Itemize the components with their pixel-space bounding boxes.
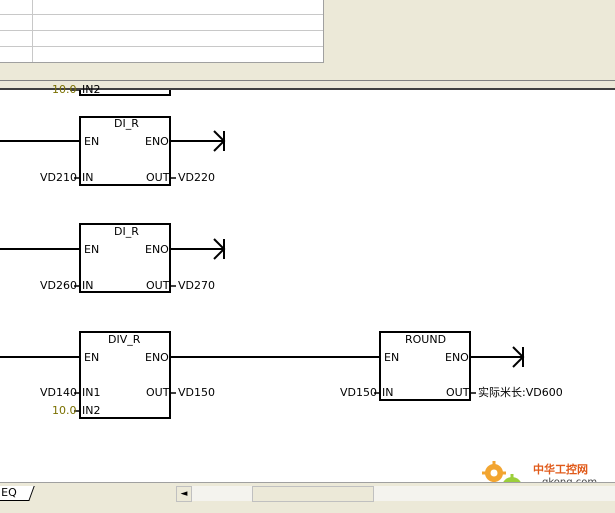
partial-in2-operand: 10.0 <box>52 83 77 96</box>
table-row-divider <box>0 14 323 15</box>
in-operand[interactable]: VD260 <box>40 279 77 292</box>
div-r-block <box>79 331 171 419</box>
in1-pin: IN1 <box>82 386 101 399</box>
ladder-wires <box>0 90 525 419</box>
out-operand[interactable]: 实际米长:VD600 <box>478 386 563 399</box>
out-operand[interactable]: VD270 <box>178 279 215 292</box>
bottom-bar: EQ ◄ <box>0 482 615 513</box>
eno-pin: ENO <box>145 135 169 148</box>
eno-pin: ENO <box>145 243 169 256</box>
en-pin: EN <box>84 351 100 364</box>
out-pin: OUT <box>146 279 170 292</box>
in-pin: IN <box>382 386 394 399</box>
di-r-block-2 <box>79 223 171 293</box>
pane-splitter[interactable] <box>0 80 615 90</box>
en-pin: EN <box>84 243 100 256</box>
di-r-block-1 <box>79 116 171 186</box>
block-title: DI_R <box>114 225 139 238</box>
watermark-brand: 中华工控网 <box>533 463 588 476</box>
in2-pin: IN2 <box>82 404 101 417</box>
out-pin: OUT <box>146 386 170 399</box>
block-title: DIV_R <box>108 333 141 346</box>
tab-eq[interactable]: EQ <box>0 486 35 501</box>
block-title: ROUND <box>405 333 447 346</box>
tab-label: EQ <box>1 486 17 499</box>
round-block <box>379 331 471 401</box>
block-title: DI_R <box>114 117 139 130</box>
en-pin: EN <box>384 351 400 364</box>
partial-in2-pin: IN2 <box>82 83 101 96</box>
out-pin: OUT <box>146 171 170 184</box>
in2-operand[interactable]: 10.0 <box>52 404 77 417</box>
table-column-divider <box>32 0 33 62</box>
eno-pin: ENO <box>145 351 169 364</box>
scroll-left-button[interactable]: ◄ <box>176 486 192 502</box>
ladder-editor[interactable]: 10.0 IN2 DI_R EN ENO IN OUT VD210 VD220 … <box>0 84 615 482</box>
in-operand[interactable]: VD150 <box>340 386 377 399</box>
eno-pin: ENO <box>445 351 469 364</box>
in1-operand[interactable]: VD140 <box>40 386 77 399</box>
table-row-divider <box>0 46 323 47</box>
in-pin: IN <box>82 171 94 184</box>
in-pin: IN <box>82 279 94 292</box>
in-operand[interactable]: VD210 <box>40 171 77 184</box>
out-operand[interactable]: VD150 <box>178 386 215 399</box>
table-row-divider <box>0 30 323 31</box>
out-pin: OUT <box>446 386 470 399</box>
scrollbar-thumb[interactable] <box>252 486 374 502</box>
arrow-left-icon: ◄ <box>180 489 188 499</box>
out-operand[interactable]: VD220 <box>178 171 215 184</box>
en-pin: EN <box>84 135 100 148</box>
horizontal-scrollbar[interactable]: ◄ <box>176 486 615 502</box>
data-table <box>0 0 324 63</box>
